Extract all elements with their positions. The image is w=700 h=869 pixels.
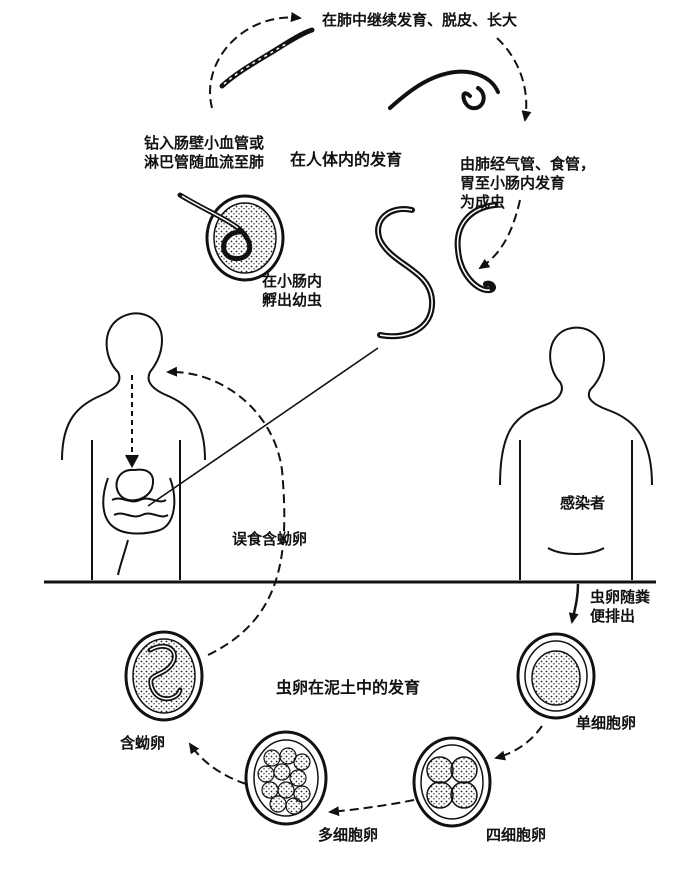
excretion-arrow — [568, 583, 580, 624]
label-excrete: 虫卵随粪 便排出 — [590, 588, 651, 625]
label-hatch: 在小肠内 孵出幼虫 — [262, 272, 323, 309]
label-larva-egg: 含蚴卵 — [120, 734, 166, 752]
label-swallow: 误食含蚴卵 — [232, 530, 308, 548]
pointer-line — [147, 347, 379, 507]
egg-four-cell — [412, 736, 492, 828]
human-left — [61, 312, 206, 580]
label-to-lung: 钻入肠壁小血管或 淋巴管随血流至肺 — [144, 134, 265, 171]
ingestion-arrow — [166, 366, 286, 656]
label-lung-growth: 在肺中继续发育、脱皮、长大 — [322, 11, 518, 29]
egg-with-larva — [124, 630, 204, 722]
label-to-intestine: 由肺经气管、食管， 胃至小肠内发育 为成虫 — [460, 155, 596, 211]
label-one-cell: 单细胞卵 — [576, 714, 637, 732]
label-in-body-title: 在人体内的发育 — [290, 150, 403, 169]
larva-coiled — [388, 69, 500, 111]
label-infected: 感染者 — [560, 494, 606, 512]
egg-one-cell — [516, 632, 596, 720]
body-cycle-arrows — [209, 12, 532, 270]
label-multi-cell: 多细胞卵 — [318, 826, 379, 844]
adult-worms — [375, 202, 498, 340]
soil-cycle-arrows — [188, 725, 543, 817]
human-right — [499, 326, 653, 580]
label-four-cell: 四细胞卵 — [486, 826, 547, 844]
egg-multi-cell — [244, 730, 328, 826]
hatching-egg — [177, 192, 285, 282]
label-in-soil-title: 虫卵在泥土中的发育 — [276, 678, 421, 697]
